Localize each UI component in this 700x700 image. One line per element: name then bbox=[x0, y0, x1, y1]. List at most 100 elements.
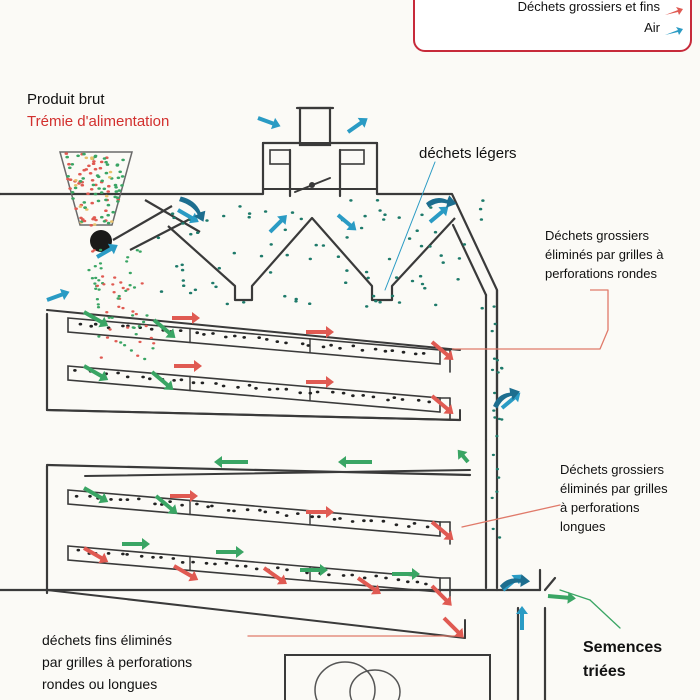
perforation bbox=[416, 398, 421, 402]
perforation bbox=[425, 525, 430, 529]
seed-particle bbox=[134, 333, 138, 336]
feed-chute bbox=[129, 218, 191, 251]
seed-particle bbox=[74, 207, 78, 210]
light-waste-particle bbox=[225, 302, 229, 306]
perforation bbox=[315, 390, 320, 394]
light-waste-particle bbox=[181, 222, 185, 225]
seed-particle bbox=[119, 281, 123, 284]
perforation bbox=[412, 522, 417, 525]
seed-particle bbox=[105, 163, 110, 166]
tray-line bbox=[45, 408, 462, 422]
perforation bbox=[180, 561, 185, 564]
seed-particle bbox=[121, 158, 125, 162]
perforation bbox=[235, 564, 239, 568]
seed-particle bbox=[73, 184, 78, 187]
settling-chambers bbox=[144, 199, 201, 233]
seed-particle bbox=[102, 283, 106, 286]
seed-particle bbox=[131, 314, 135, 317]
light-waste-particle bbox=[439, 254, 443, 257]
light-waste-particle bbox=[420, 282, 425, 286]
perforation bbox=[407, 525, 411, 528]
air-arrow-icon bbox=[426, 195, 457, 208]
legend-label-coarse: Déchets grossiers et fins bbox=[517, 0, 660, 14]
perforation bbox=[242, 336, 246, 339]
perforation bbox=[149, 327, 154, 331]
seed-particle bbox=[114, 186, 118, 189]
perforation bbox=[78, 322, 83, 326]
perforation bbox=[284, 387, 289, 391]
seed-particle bbox=[115, 196, 120, 199]
light-waste-particle bbox=[156, 236, 161, 240]
perforation bbox=[172, 379, 176, 382]
seed-particle bbox=[93, 192, 98, 196]
perforation bbox=[195, 502, 199, 506]
seed-particle bbox=[87, 268, 91, 272]
perforation bbox=[214, 382, 218, 385]
perforation bbox=[329, 343, 333, 347]
perforation bbox=[88, 494, 92, 498]
seed-particle bbox=[104, 194, 109, 198]
perforation bbox=[383, 349, 388, 353]
perforation bbox=[247, 383, 252, 387]
perforation bbox=[265, 338, 269, 341]
seed-particle bbox=[100, 215, 104, 219]
seed-particle bbox=[124, 289, 128, 292]
tray-line bbox=[84, 469, 471, 477]
perforation bbox=[285, 568, 289, 572]
leader-semences bbox=[589, 599, 621, 629]
perforation bbox=[148, 377, 152, 381]
air-arrow-icon bbox=[500, 392, 521, 410]
seed-particle bbox=[101, 275, 105, 278]
perforation bbox=[254, 386, 258, 390]
light-waste-particle bbox=[172, 216, 176, 220]
perforation bbox=[406, 580, 410, 584]
perforation bbox=[121, 552, 125, 556]
perforation bbox=[341, 391, 346, 395]
perforation bbox=[211, 332, 215, 335]
seed-particle bbox=[110, 316, 114, 319]
label-dechets-legers: déchets légers bbox=[419, 145, 517, 162]
label-dechets-fins: déchets fins éliminés par grilles à perf… bbox=[42, 632, 193, 692]
perforation bbox=[232, 509, 236, 513]
air-arrow-icon bbox=[179, 196, 206, 222]
air-arrow-icon bbox=[268, 215, 287, 234]
air-arrow-icon bbox=[499, 574, 531, 590]
seed-particle bbox=[137, 325, 141, 328]
waste-arrow-icon bbox=[430, 394, 454, 414]
light-waste-particle bbox=[263, 210, 268, 213]
seed-particle bbox=[116, 176, 121, 180]
light-waste-particle bbox=[285, 253, 289, 257]
perforation bbox=[384, 576, 388, 580]
light-waste-particle bbox=[349, 199, 353, 202]
perforation bbox=[93, 322, 98, 326]
light-waste-particle bbox=[359, 226, 364, 230]
seed-particle bbox=[99, 248, 103, 252]
perforation bbox=[236, 385, 240, 389]
seed-particle bbox=[105, 311, 109, 314]
light-waste-particle bbox=[429, 206, 433, 209]
seed-particle bbox=[136, 354, 140, 357]
light-waste-particle bbox=[481, 199, 485, 202]
seed-particle bbox=[128, 284, 132, 287]
perforation bbox=[284, 341, 288, 345]
light-waste-particle bbox=[378, 209, 382, 212]
seed-particle bbox=[111, 210, 115, 214]
light-waste-particle bbox=[480, 306, 484, 310]
light-waste-particle bbox=[308, 302, 312, 306]
seed-particle bbox=[70, 163, 75, 166]
light-waste-particle bbox=[419, 244, 424, 248]
perforation bbox=[341, 574, 346, 577]
seed-particle bbox=[68, 178, 73, 181]
seed-particle bbox=[68, 166, 72, 170]
damper-pivot bbox=[309, 182, 315, 188]
perforation bbox=[381, 519, 386, 523]
seed-particle bbox=[102, 220, 107, 223]
seed-particle bbox=[98, 166, 103, 170]
seed-particle bbox=[117, 294, 121, 298]
light-waste-particle bbox=[364, 270, 369, 274]
screen-deck-1 bbox=[67, 317, 441, 365]
light-waste-particle bbox=[378, 300, 382, 304]
light-waste-particle bbox=[345, 269, 349, 272]
seed-particle bbox=[108, 328, 112, 331]
